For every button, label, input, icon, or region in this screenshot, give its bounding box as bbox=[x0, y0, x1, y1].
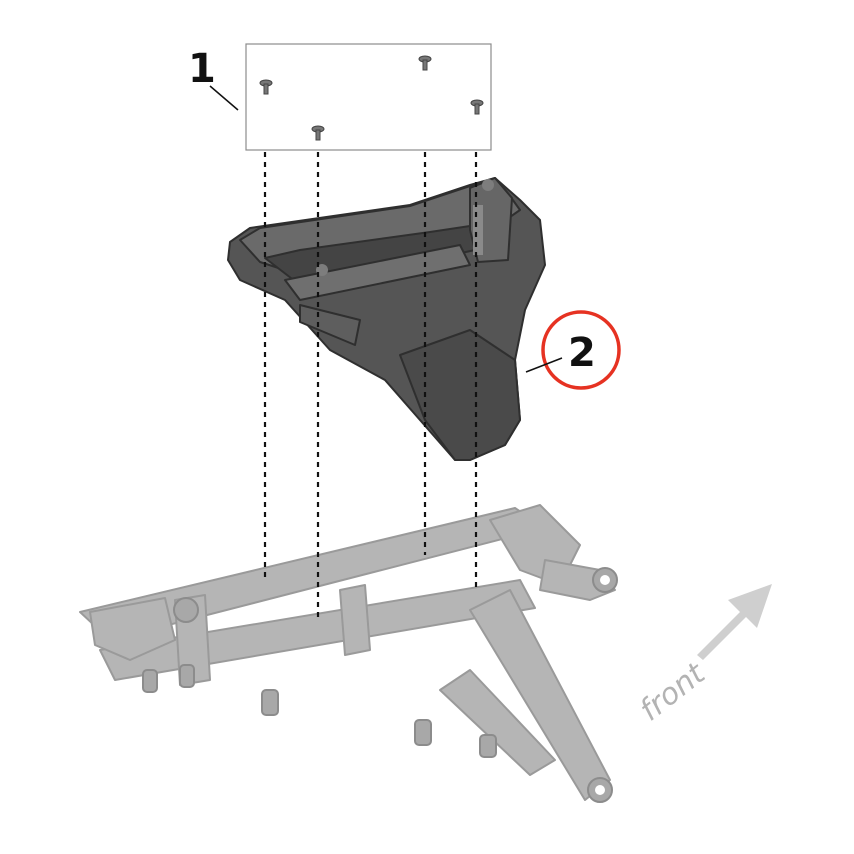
callout-2-leader bbox=[525, 357, 563, 373]
callout-1: 1 bbox=[188, 46, 239, 111]
screw-icon bbox=[311, 125, 325, 141]
part-2-bracket bbox=[227, 177, 546, 461]
part-1-screws-box bbox=[245, 43, 492, 151]
callout-1-leader bbox=[209, 85, 239, 111]
screw-icons bbox=[259, 55, 484, 141]
front-direction-arrow: front bbox=[633, 584, 772, 728]
front-label: front bbox=[633, 656, 712, 729]
callout-1-label: 1 bbox=[188, 46, 216, 92]
screws-box-frame bbox=[245, 43, 492, 151]
arrow-shape bbox=[697, 584, 772, 660]
screw-icon bbox=[418, 55, 432, 71]
screw-icon bbox=[470, 99, 484, 115]
subframe bbox=[79, 504, 616, 801]
callout-2-label: 2 bbox=[568, 330, 596, 376]
screw-icon bbox=[259, 79, 273, 95]
callout-2: 2 bbox=[525, 310, 621, 390]
assembly-guide-lines bbox=[263, 152, 478, 620]
callout-2-highlight-ring bbox=[541, 310, 621, 390]
